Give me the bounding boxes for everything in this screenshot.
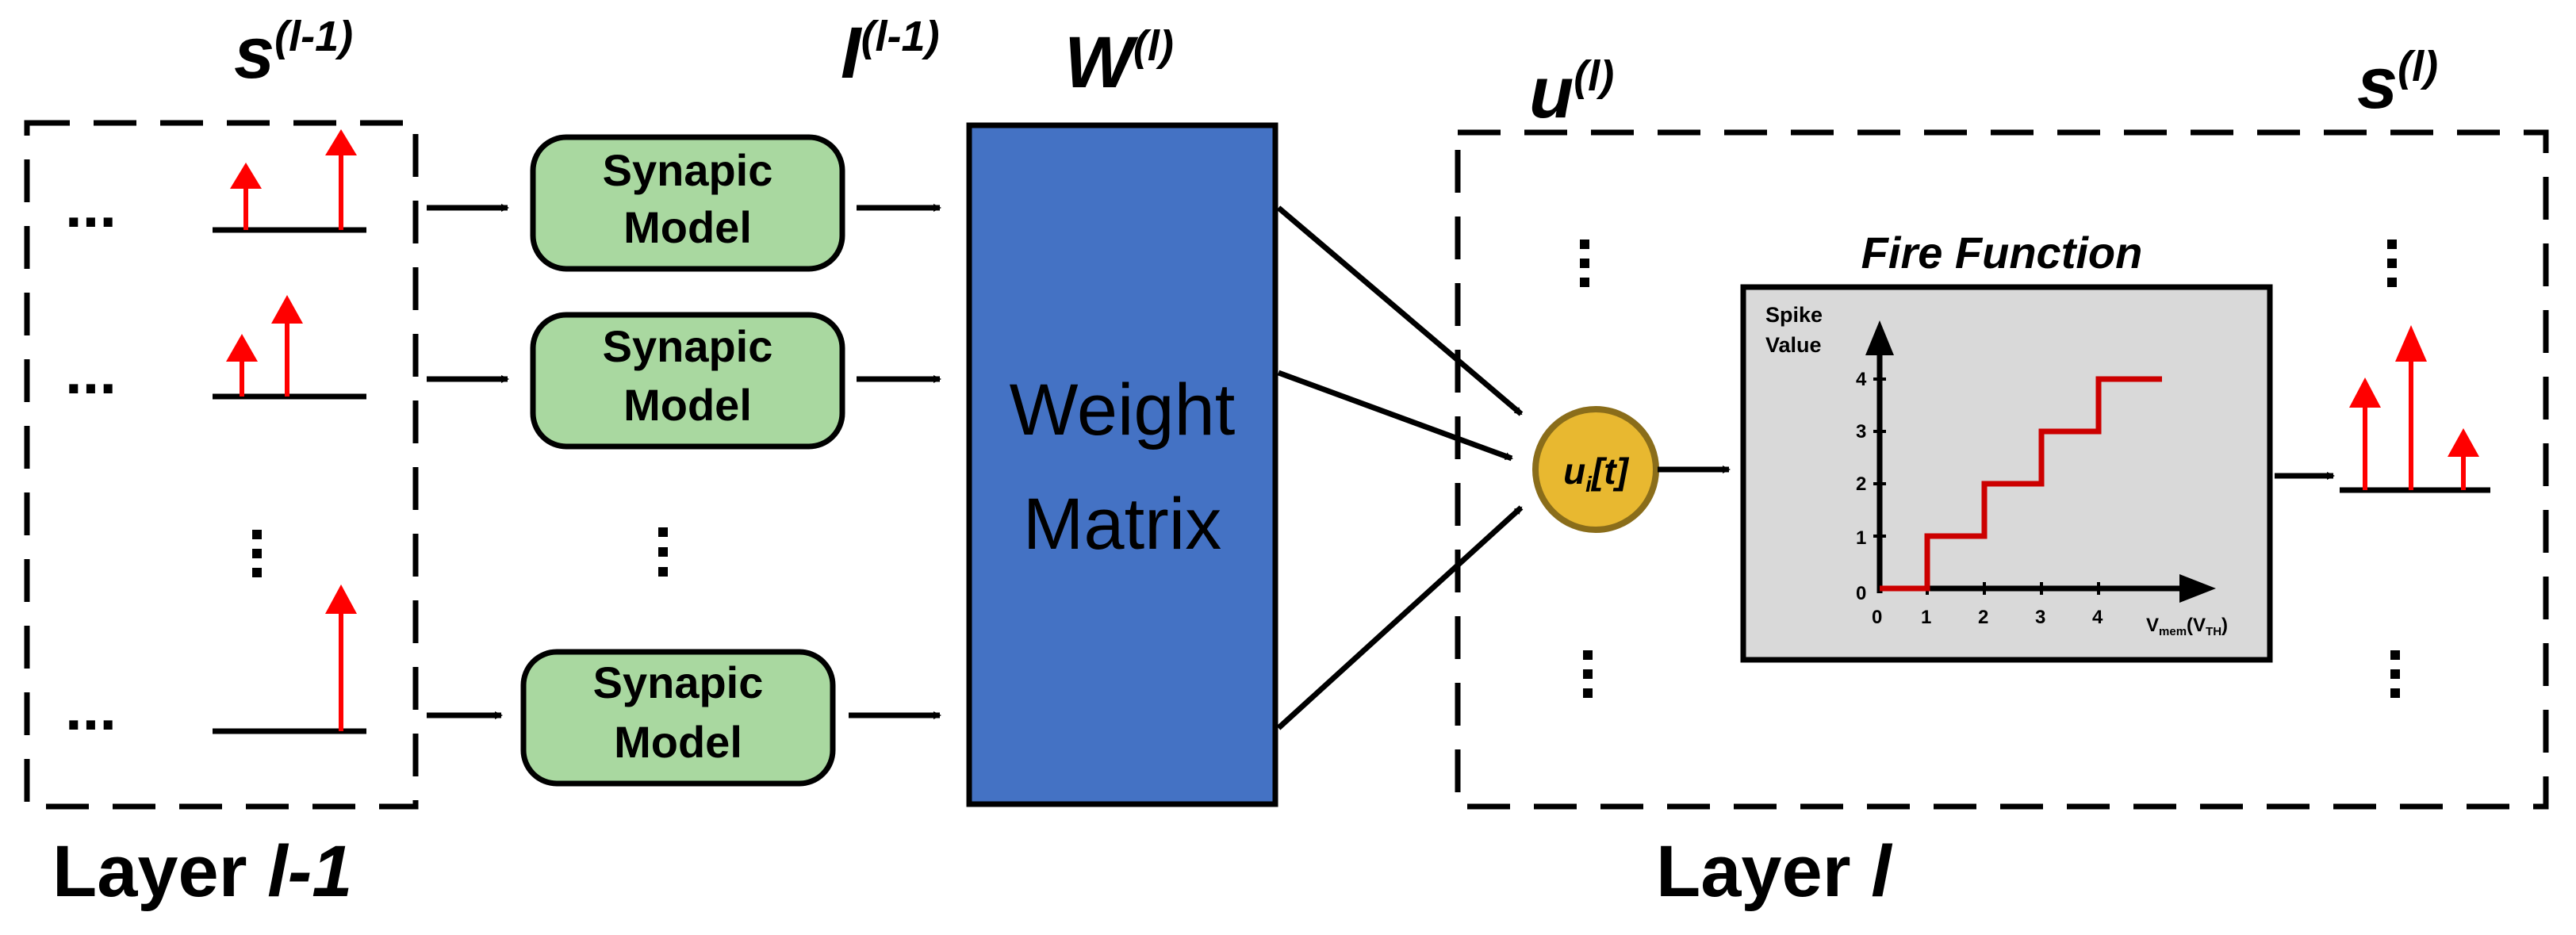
- label-i-prev-sup: (l-1): [861, 13, 940, 60]
- arrow-to-neuron-1: [1276, 205, 1524, 416]
- label-u: u(l): [1529, 52, 1614, 133]
- layer-curr-dots-top-right: [2387, 239, 2397, 287]
- neuron-node: ui[t]: [1532, 406, 1659, 533]
- fire-y-ticks: 0 1 2 3 4: [1856, 369, 1886, 604]
- fire-x-axis-arrowhead: [2179, 574, 2216, 603]
- label-s-prev: s(l-1): [234, 13, 353, 94]
- label-w-sup: (l): [1133, 22, 1174, 70]
- layer-curr-dots-top-left: [1580, 239, 1589, 287]
- weight-matrix: Weight Matrix: [966, 122, 1278, 807]
- weight-matrix-line2: Matrix: [1023, 484, 1221, 565]
- fire-y-tick-3: 3: [1856, 421, 1866, 443]
- fire-y-axis-arrowhead: [1865, 320, 1894, 355]
- layer-prev-label-name: Layer: [52, 831, 267, 912]
- arrow-to-neuron-3: [1276, 505, 1524, 730]
- label-u-sup: (l): [1574, 52, 1614, 100]
- fire-y-title-line2: Value: [1765, 333, 1822, 357]
- fire-y-tick-1: 1: [1856, 527, 1866, 549]
- label-w-base: W: [1064, 22, 1139, 103]
- spike-1a: [230, 163, 262, 230]
- fire-x-tick-0: 0: [1872, 607, 1882, 628]
- layer-prev-vertical-dots: [252, 530, 262, 577]
- fire-x-tick-3: 3: [2035, 607, 2045, 628]
- neuron-label-suffix: [t]: [1590, 450, 1630, 492]
- synaptic-vertical-dots: [658, 527, 668, 577]
- fire-x-tick-2: 2: [1978, 607, 1988, 628]
- fire-x-title-close: ): [2221, 615, 2228, 636]
- spike-2a: [226, 334, 258, 397]
- label-u-base: u: [1529, 52, 1574, 133]
- neuron-label: ui[t]: [1563, 450, 1630, 496]
- synaptic-model-1-line2: Model: [623, 202, 752, 252]
- fire-x-title-base: V: [2146, 615, 2159, 636]
- fire-x-title-unit-sub: TH: [2206, 625, 2221, 638]
- fire-y-tick-0: 0: [1856, 583, 1866, 604]
- synaptic-model-2-line1: Synapic: [603, 321, 773, 371]
- neuron-label-sub: i: [1585, 472, 1593, 496]
- label-i-prev-base: I: [841, 13, 863, 94]
- synaptic-model-3-line2: Model: [614, 717, 742, 767]
- layer-curr-box: [1455, 129, 2549, 810]
- layer-prev-label-index: l-1: [267, 831, 352, 912]
- layer-curr-label-index: l: [1871, 831, 1893, 912]
- synaptic-model-2: Synapic Model: [530, 312, 845, 450]
- layer-curr-dots-bottom-left: [1583, 650, 1593, 698]
- synaptic-model-3-line1: Synapic: [593, 657, 764, 707]
- layer-prev-ellipsis-3: ...: [65, 673, 117, 743]
- output-spike-1: [2349, 377, 2381, 490]
- label-s-prev-base: s: [234, 13, 274, 94]
- label-w: W(l): [1064, 22, 1174, 103]
- fire-x-tick-1: 1: [1921, 607, 1931, 628]
- fire-x-ticks: 0 1 2 3 4: [1872, 582, 2103, 628]
- fire-x-title: Vmem(VTH): [2146, 615, 2228, 638]
- label-s-curr-base: s: [2357, 43, 2398, 124]
- synaptic-model-3: Synapic Model: [520, 649, 836, 787]
- neuron-label-base: u: [1563, 450, 1585, 492]
- layer-prev-ellipsis-2: ...: [65, 337, 117, 407]
- fire-y-title-line1: Spike: [1765, 303, 1823, 327]
- layer-prev-box: [24, 120, 419, 810]
- output-spike-3: [2448, 428, 2479, 490]
- layer-curr-label-name: Layer: [1656, 831, 1871, 912]
- spike-1b: [325, 129, 357, 230]
- fire-x-title-sub: mem: [2159, 625, 2187, 638]
- fire-x-title-unit-base: (V: [2187, 615, 2206, 636]
- synaptic-model-2-line2: Model: [623, 380, 752, 430]
- fire-x-tick-4: 4: [2092, 607, 2103, 628]
- synaptic-model-1: Synapic Model: [530, 134, 845, 272]
- spike-3a: [325, 584, 357, 731]
- spike-2b: [271, 295, 303, 397]
- label-s-curr: s(l): [2357, 43, 2438, 124]
- layer-curr-label: Layer l: [1656, 831, 1893, 912]
- synaptic-model-1-line1: Synapic: [603, 145, 773, 195]
- fire-y-tick-2: 2: [1856, 473, 1866, 495]
- fire-step-curve: [1880, 376, 2162, 592]
- arrow-to-neuron-2: [1277, 370, 1513, 462]
- weight-matrix-line1: Weight: [1010, 370, 1236, 450]
- label-i-prev: I(l-1): [841, 13, 940, 94]
- fire-function-title: Fire Function: [1861, 228, 2143, 278]
- fire-y-tick-4: 4: [1856, 369, 1867, 390]
- layer-curr-dots-bottom-right: [2390, 650, 2400, 698]
- label-s-curr-sup: (l): [2398, 43, 2438, 90]
- layer-prev-label: Layer l-1: [52, 831, 352, 912]
- label-s-prev-sup: (l-1): [274, 13, 353, 60]
- fire-function-panel: Spike Value 0 1 2 3 4 0 1 2 3 4: [1740, 284, 2273, 663]
- layer-prev-ellipsis-1: ...: [65, 171, 117, 240]
- output-spike-2: [2395, 325, 2427, 490]
